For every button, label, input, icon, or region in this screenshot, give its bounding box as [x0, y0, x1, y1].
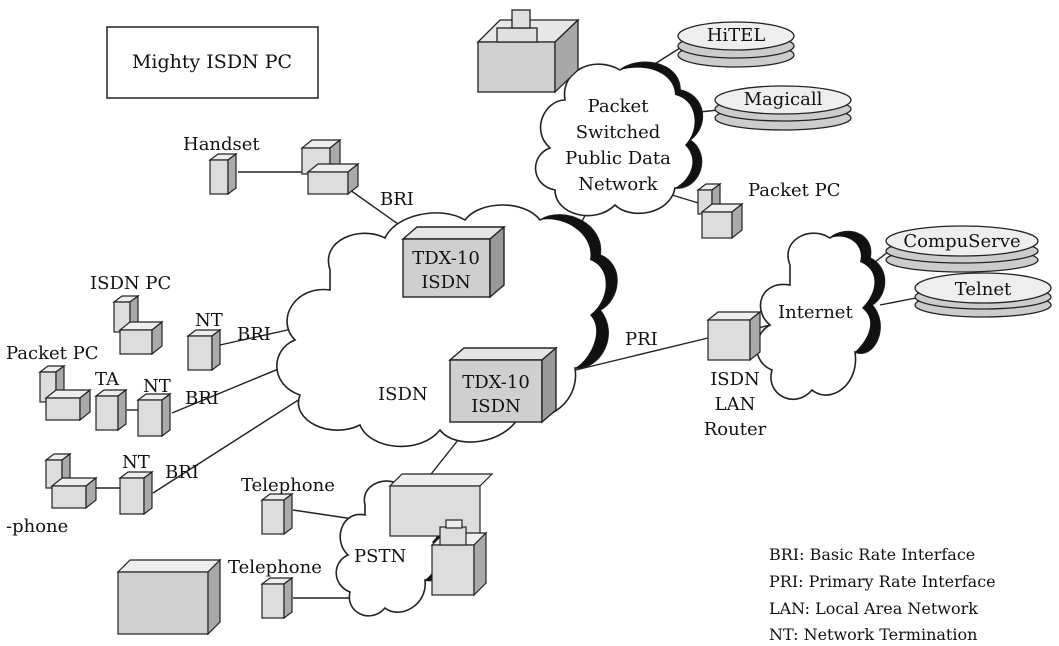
nt-packet-pc-label: NT: [143, 376, 171, 397]
telephone-lower-icon: [260, 576, 294, 620]
pri-label: PRI: [625, 329, 658, 350]
nt-isdn-pc-label: NT: [195, 310, 223, 331]
packet-pc-left-label: Packet PC: [6, 343, 99, 364]
ta-icon: [94, 388, 128, 432]
device-boxes: [38, 138, 762, 636]
router-label-line-2: LAN: [715, 394, 756, 415]
nt-phone-label: NT: [122, 452, 150, 473]
compuserve-label: CompuServe: [903, 231, 1020, 252]
telnet-database-icon: Telnet: [914, 272, 1052, 318]
packet-network-line-4: Network: [578, 174, 658, 195]
telephone-upper-label: Telephone: [241, 475, 335, 496]
pstn-cloud-label: PSTN: [354, 546, 406, 567]
tdx10-lower-line-1: TDX-10: [462, 372, 530, 393]
packet-network-cloud: Packet Switched Public Data Network: [534, 61, 704, 217]
large-cabinet-icon: [116, 558, 222, 636]
title-box: Mighty ISDN PC: [106, 26, 319, 99]
packet-network-line-1: Packet: [588, 96, 650, 117]
legend-bri: BRI: Basic Rate Interface: [769, 545, 975, 564]
nt-isdn-pc-icon: [186, 328, 222, 372]
compuserve-database-icon: CompuServe: [885, 225, 1039, 273]
packet-pc-right-label: Packet PC: [748, 180, 841, 201]
internet-cloud-label: Internet: [778, 302, 853, 323]
tdx10-lower-line-2: ISDN: [471, 396, 521, 417]
tdx10-lower-switch: TDX-10 ISDN: [448, 346, 558, 424]
legend-nt: NT: Network Termination: [769, 625, 977, 644]
phone-device-icon: [44, 452, 98, 510]
packet-pc-left-icon: [38, 364, 92, 422]
internet-cloud: Internet: [756, 230, 886, 401]
handset-icon: [208, 152, 238, 196]
packet-network-line-3: Public Data: [565, 148, 671, 169]
isdn-pc-icon: [112, 294, 164, 356]
legend-lan: LAN: Local Area Network: [769, 599, 978, 618]
handset-label: Handset: [183, 134, 260, 155]
line-pri: [554, 337, 709, 376]
bri-phone-label: BRI: [165, 462, 199, 483]
tdx10-upper-switch: TDX-10 ISDN: [401, 225, 506, 299]
terminal-icon: [300, 138, 360, 196]
hitel-label: HiTEL: [707, 25, 766, 46]
magicall-label: Magicall: [744, 89, 823, 110]
phone-label: -phone: [6, 516, 68, 537]
telephone-upper-icon: [260, 492, 294, 536]
isdn-cloud-label: ISDN: [378, 384, 428, 405]
bri-isdn-pc-label: BRI: [237, 324, 271, 345]
hitel-database-icon: HiTEL: [677, 21, 795, 68]
tdx10-upper-line-2: ISDN: [421, 272, 471, 293]
ta-label: TA: [95, 369, 120, 390]
bri-handset-label: BRI: [380, 189, 414, 210]
bri-packet-pc-label: BRI: [185, 388, 219, 409]
router-label-line-1: ISDN: [710, 369, 760, 390]
nt-packet-pc-icon: [136, 392, 172, 438]
packet-network-line-2: Switched: [576, 122, 661, 143]
legend-pri: PRI: Primary Rate Interface: [769, 572, 996, 591]
isdn-pc-label: ISDN PC: [90, 273, 171, 294]
telephone-lower-label: Telephone: [228, 557, 322, 578]
telnet-label: Telnet: [955, 279, 1012, 300]
nt-phone-icon: [118, 470, 154, 516]
tdx10-upper-line-1: TDX-10: [412, 248, 480, 269]
host-computer-icon: [476, 9, 580, 94]
title-text: Mighty ISDN PC: [132, 51, 292, 73]
isdn-lan-router-icon: [706, 310, 762, 362]
legend: BRI: Basic Rate Interface PRI: Primary R…: [769, 545, 996, 644]
magicall-database-icon: Magicall: [714, 85, 852, 131]
packet-pc-right-icon: [696, 182, 744, 240]
pstn-exchange-icon: [388, 473, 494, 597]
router-label-line-3: Router: [704, 419, 767, 440]
line-internet-telnet: [879, 297, 917, 306]
